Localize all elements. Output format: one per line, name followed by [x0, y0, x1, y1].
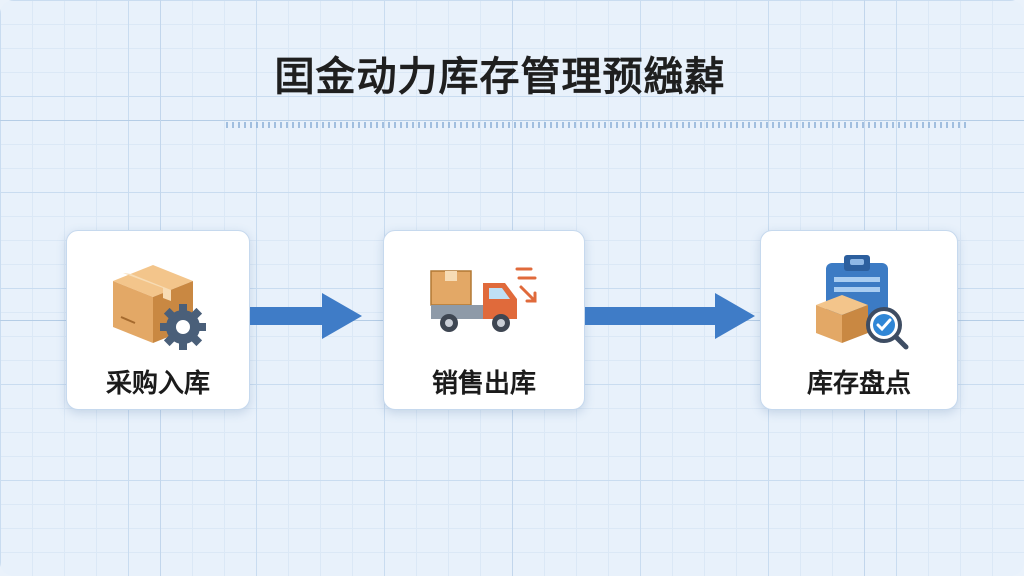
- box-gear-icon: [113, 265, 206, 350]
- diagram-title: 囯金动力库存管理预繈繛: [274, 54, 726, 100]
- delivery-truck-icon: [430, 267, 537, 332]
- flow-arrow-right-icon: [585, 293, 755, 339]
- step-card-sales-outbound[interactable]: 销售出库: [383, 230, 585, 410]
- step-card-purchase-inbound[interactable]: 采购入库: [66, 230, 250, 410]
- step-card-stock-taking[interactable]: 库存盘点: [760, 230, 958, 410]
- inventory-check-icon: [816, 255, 909, 350]
- step-label: 销售出库: [431, 369, 536, 399]
- step-label: 采购入库: [105, 369, 210, 399]
- dashed-divider: [226, 122, 966, 128]
- step-label: 库存盘点: [806, 369, 911, 399]
- flow-arrow-right-icon: [250, 293, 362, 339]
